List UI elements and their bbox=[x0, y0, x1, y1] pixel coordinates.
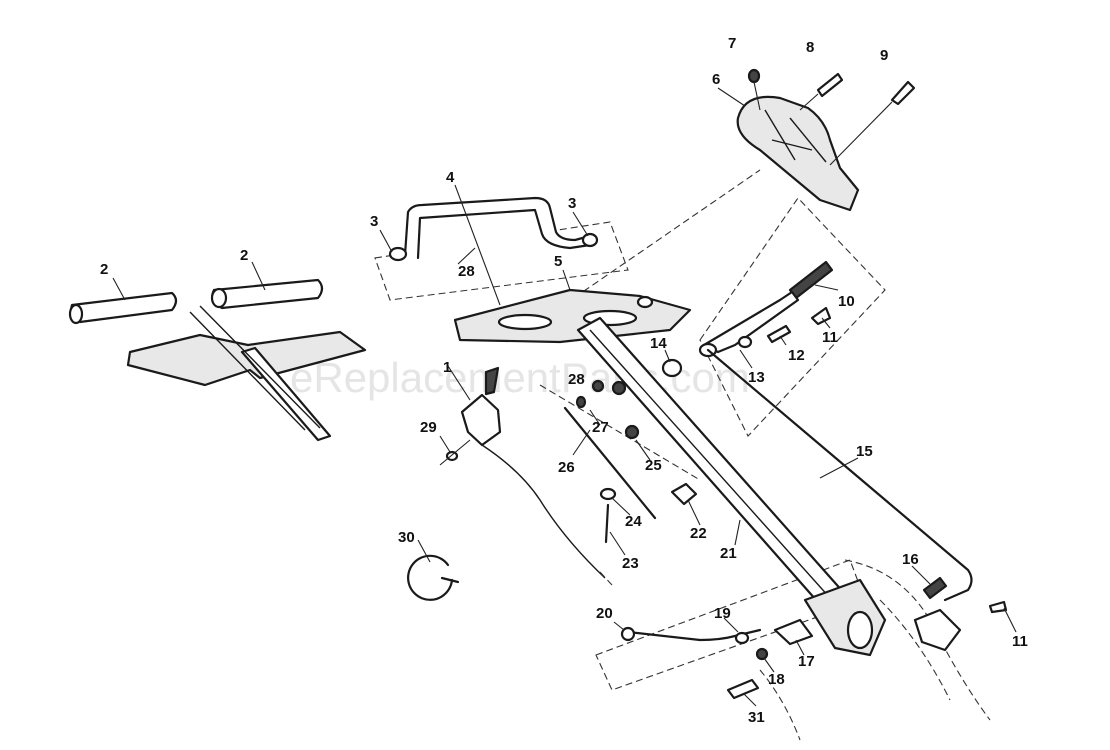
callout-10: 10 bbox=[838, 293, 855, 310]
shield-plate bbox=[736, 95, 860, 212]
callout-27: 27 bbox=[592, 419, 609, 436]
callout-3: 3 bbox=[568, 195, 576, 212]
callout-30: 30 bbox=[398, 529, 415, 546]
callout-11: 11 bbox=[822, 329, 838, 346]
handle-grip-left-assembly bbox=[68, 278, 367, 442]
handle-tube bbox=[576, 316, 887, 657]
callout-2: 2 bbox=[240, 247, 248, 264]
callout-4: 4 bbox=[446, 169, 455, 186]
leader-lines bbox=[112, 87, 1017, 707]
bolt-16 bbox=[922, 576, 948, 600]
callout-28: 28 bbox=[458, 263, 475, 280]
callout-7: 7 bbox=[728, 35, 736, 52]
callout-23: 23 bbox=[622, 555, 639, 572]
callout-labels: 1 2 2 3 3 4 5 6 7 8 9 10 11 11 12 13 14 … bbox=[100, 35, 1028, 726]
spacer bbox=[661, 358, 683, 378]
callout-29: 29 bbox=[420, 419, 437, 436]
shield-fasteners bbox=[747, 68, 916, 166]
callout-3: 3 bbox=[370, 213, 378, 230]
shift-rod bbox=[706, 348, 973, 602]
callout-17: 17 bbox=[798, 653, 815, 670]
watermark-text: eReplacementParts.com bbox=[290, 354, 750, 401]
cable-fittings bbox=[563, 379, 657, 520]
lower-fittings bbox=[599, 482, 698, 544]
callout-19: 19 bbox=[714, 605, 731, 622]
callout-26: 26 bbox=[558, 459, 575, 476]
upper-handle-assembly bbox=[388, 196, 692, 344]
callout-28: 28 bbox=[568, 371, 585, 388]
callout-2: 2 bbox=[100, 261, 108, 278]
callout-31: 31 bbox=[748, 709, 765, 726]
callout-12: 12 bbox=[788, 347, 805, 364]
callout-9: 9 bbox=[880, 47, 888, 64]
callout-24: 24 bbox=[625, 513, 642, 530]
callout-8: 8 bbox=[806, 39, 814, 56]
callout-15: 15 bbox=[856, 443, 873, 460]
callout-21: 21 bbox=[720, 545, 737, 562]
callout-14: 14 bbox=[650, 335, 667, 352]
control-bracket bbox=[439, 366, 502, 466]
callout-20: 20 bbox=[596, 605, 613, 622]
callout-22: 22 bbox=[690, 525, 707, 542]
callout-1: 1 bbox=[443, 359, 451, 376]
shift-lever bbox=[698, 260, 834, 358]
callout-18: 18 bbox=[768, 671, 785, 688]
retaining-ring bbox=[407, 554, 460, 601]
callout-16: 16 bbox=[902, 551, 919, 568]
tine-outlines bbox=[759, 559, 991, 741]
callout-6: 6 bbox=[712, 71, 720, 88]
callout-5: 5 bbox=[554, 253, 562, 270]
callout-11: 11 bbox=[1012, 633, 1028, 650]
callout-13: 13 bbox=[748, 369, 765, 386]
lever-fasteners bbox=[766, 306, 1008, 614]
lower-linkage bbox=[620, 618, 814, 700]
control-cable bbox=[481, 444, 606, 579]
callout-25: 25 bbox=[645, 457, 662, 474]
